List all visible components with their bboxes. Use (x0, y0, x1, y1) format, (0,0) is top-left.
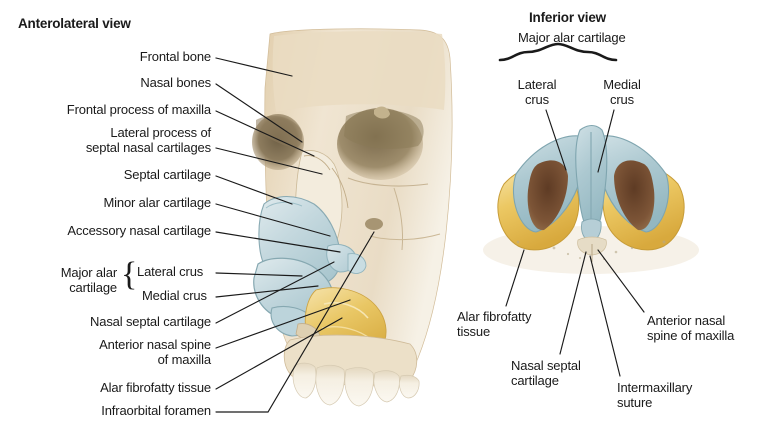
major-alar-cartilage-brace (498, 42, 618, 62)
label-inferior-nasal-septal-cartilage: Nasal septal cartilage (511, 358, 581, 388)
label-medial-crus: Medial crus (142, 288, 207, 303)
label-inferior-anterior-nasal-spine-of-maxilla: Anterior nasal spine of maxilla (647, 313, 735, 343)
label-inferior-lateral-crus: Lateral crus (517, 77, 557, 107)
orbit-right-shadow (344, 109, 424, 149)
label-inferior-alar-fibrofatty-tissue: Alar fibrofatty tissue (457, 309, 532, 339)
label-nasal-septal-cartilage: Nasal septal cartilage (90, 314, 211, 329)
inferior-major-alar-cartilage-label: Major alar cartilage (518, 30, 626, 45)
label-nasal-bones: Nasal bones (140, 75, 211, 90)
label-inferior-medial-crus: Medial crus (603, 77, 641, 107)
label-major-alar-cartilage-group: Major alar cartilage (60, 265, 117, 295)
supraorbital-notch (374, 106, 390, 119)
label-frontal-bone: Frontal bone (139, 49, 211, 64)
label-infraorbital-foramen: Infraorbital foramen (101, 403, 211, 418)
nasal-septal-cartilage-tip (581, 218, 602, 243)
inferior-view-title: Inferior view (529, 10, 606, 25)
nostril-right (614, 160, 655, 231)
label-anterior-nasal-spine-of-maxilla: Anterior nasal spine of maxilla (99, 337, 211, 367)
infraorbital-foramen-mark (365, 218, 383, 230)
frontal-bone-region (272, 31, 446, 112)
label-frontal-process-of-maxilla: Frontal process of maxilla (66, 102, 211, 117)
label-minor-alar-cartilage: Minor alar cartilage (103, 195, 211, 210)
label-septal-cartilage: Septal cartilage (123, 167, 211, 182)
label-inferior-intermaxillary-suture: Intermaxillary suture (617, 380, 693, 410)
inferior-nose-illustration (483, 124, 699, 274)
nostril-left (527, 160, 568, 231)
zygomaticomaxillary-suture (347, 177, 429, 187)
maxilla-suture-vertical (393, 187, 403, 251)
label-accessory-nasal-cartilage: Accessory nasal cartilage (67, 223, 211, 238)
maxilla-suture-lower (369, 233, 441, 241)
label-lateral-crus: Lateral crus (137, 264, 204, 279)
nasal-suture-line (331, 167, 349, 209)
anterolateral-skull-illustration (252, 28, 453, 407)
anterolateral-view-title: Anterolateral view (18, 16, 131, 31)
label-alar-fibrofatty-tissue: Alar fibrofatty tissue (100, 380, 211, 395)
major-alar-cartilage-brace-left: { (121, 256, 138, 293)
label-lateral-process-of-septal-nasal-cartilages: Lateral process of septal nasal cartilag… (85, 125, 211, 155)
